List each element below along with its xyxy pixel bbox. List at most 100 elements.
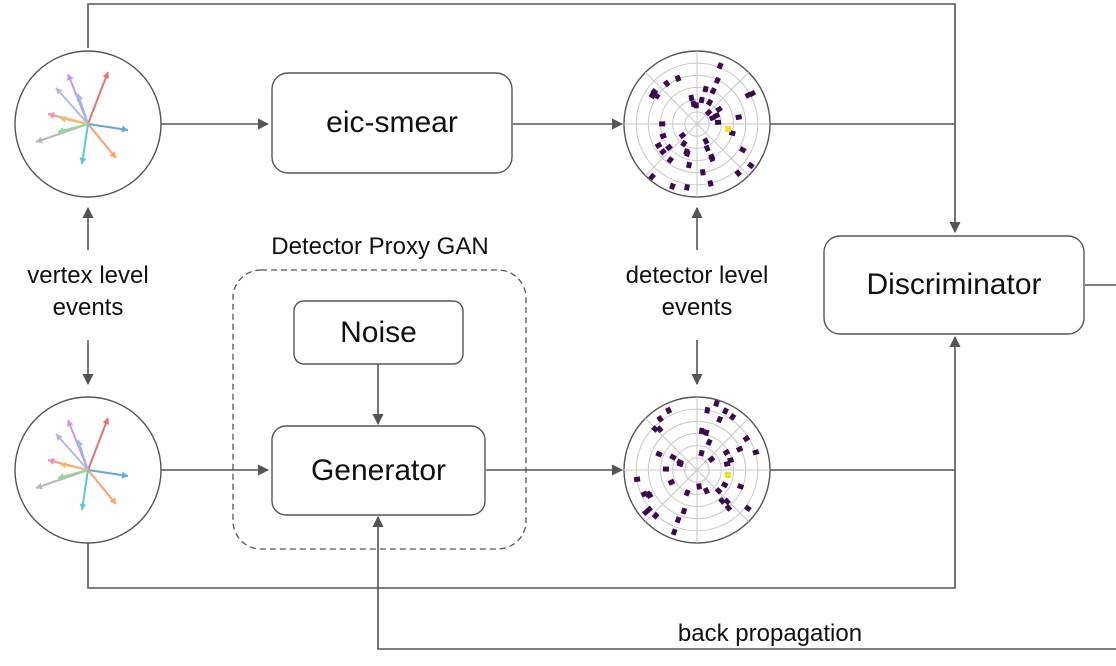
detector-hit xyxy=(648,172,656,181)
detector-hit xyxy=(659,147,667,156)
detector-event-bottom xyxy=(623,396,771,544)
detector-hit xyxy=(716,415,724,424)
detector-hit xyxy=(718,497,726,505)
detector-hit xyxy=(698,427,705,435)
detector-hit xyxy=(723,497,731,506)
detector-hit xyxy=(696,483,702,490)
connectors xyxy=(82,3,1116,650)
detector-hit xyxy=(742,434,751,443)
generator-box[interactable] xyxy=(271,425,486,516)
eic-smear-box[interactable] xyxy=(271,72,513,174)
detector-hit xyxy=(693,102,699,109)
vector-arrowhead xyxy=(121,125,128,133)
detector-hit xyxy=(700,169,706,176)
detector-hit xyxy=(674,74,682,83)
detector-hit xyxy=(666,156,675,164)
polar-grid-spoke xyxy=(696,72,749,125)
detector-hit xyxy=(654,141,663,150)
detector-hit xyxy=(668,182,676,191)
detector-hit xyxy=(734,169,743,178)
vector-arrow xyxy=(87,469,129,477)
gan-group-title: Detector Proxy GAN xyxy=(271,233,489,260)
detector-hit xyxy=(645,505,653,514)
detector-hit xyxy=(735,114,743,121)
vector-arrow xyxy=(55,87,89,125)
detector-hit xyxy=(705,98,714,107)
detector-hit xyxy=(702,137,710,145)
vector-arrowhead xyxy=(48,112,55,119)
detector-hit xyxy=(698,96,705,104)
detector-hit xyxy=(684,184,690,191)
detector-hit xyxy=(724,504,733,512)
polar-grid-spoke xyxy=(645,72,698,125)
detector-hit xyxy=(744,504,752,513)
detector-hit xyxy=(716,62,724,70)
detector-hit xyxy=(723,460,731,467)
detector-hit xyxy=(670,528,678,536)
detector-hit xyxy=(746,161,755,170)
vector-arrowhead xyxy=(58,473,65,480)
detector-hit xyxy=(714,486,723,495)
vector-arrowhead xyxy=(76,440,84,447)
vector-arrowhead xyxy=(76,94,84,101)
polar-grid-spoke xyxy=(645,123,698,176)
detector-hit xyxy=(707,179,714,187)
vector-arrow xyxy=(87,123,129,131)
detector-hit xyxy=(659,121,666,127)
discriminator-box[interactable] xyxy=(823,235,1085,335)
vector-arrowhead xyxy=(58,127,65,134)
vector-arrow xyxy=(55,433,89,471)
vector-arrowhead xyxy=(102,418,110,425)
back-propagation-label: back propagation xyxy=(677,620,863,647)
detector-hit xyxy=(714,119,722,126)
detector-hit xyxy=(665,406,673,415)
detector-hit xyxy=(667,478,676,486)
detector-hit xyxy=(713,399,720,408)
detector-hit xyxy=(715,105,723,114)
edge-vertex-top-to-discriminator xyxy=(87,3,961,234)
detector-hit xyxy=(752,448,760,456)
vector-arrow xyxy=(87,417,109,471)
vector-arrowhead xyxy=(56,88,63,95)
vector-arrowhead xyxy=(48,458,55,465)
detector-hit xyxy=(683,489,691,497)
detector-level-label: detector level events xyxy=(600,260,794,324)
detector-hit-highlight xyxy=(725,472,731,478)
noise-box[interactable] xyxy=(293,300,464,365)
detector-level-line2: events xyxy=(661,294,733,321)
vector-arrow xyxy=(87,123,117,159)
polar-grid-spoke xyxy=(696,469,749,522)
vertex-event-top xyxy=(14,50,162,198)
detector-hit xyxy=(738,146,747,154)
detector-hit xyxy=(708,114,717,122)
generator-label: Generator xyxy=(310,453,447,487)
vector-arrow xyxy=(81,469,89,511)
vector-arrowhead xyxy=(36,482,43,490)
detector-hit xyxy=(735,445,744,453)
gan-group-border xyxy=(232,269,527,550)
detector-hit xyxy=(683,147,690,156)
detector-hit xyxy=(655,425,664,434)
noise-label: Noise xyxy=(340,315,417,349)
detector-hit xyxy=(662,466,670,472)
detector-hit xyxy=(633,476,641,483)
vector-arrowhead xyxy=(66,74,74,81)
detector-hit xyxy=(705,438,713,447)
vector-arrow xyxy=(81,123,89,165)
vector-arrowhead xyxy=(66,420,74,427)
detector-hit xyxy=(709,87,717,95)
vector-arrowhead xyxy=(56,434,63,441)
detector-hit xyxy=(669,453,677,461)
detector-hit xyxy=(652,92,661,100)
detector-hit xyxy=(674,516,682,524)
vector-arrowhead xyxy=(60,115,67,123)
detector-hit xyxy=(698,449,705,457)
vector-arrowhead xyxy=(60,461,67,469)
eic-smear-label: eic-smear xyxy=(326,106,458,139)
detector-hit xyxy=(648,91,657,100)
vector-arrowhead xyxy=(79,157,87,164)
detector-hit xyxy=(736,483,745,490)
polar-grid-spoke xyxy=(696,418,749,471)
vector-arrow xyxy=(87,469,117,505)
